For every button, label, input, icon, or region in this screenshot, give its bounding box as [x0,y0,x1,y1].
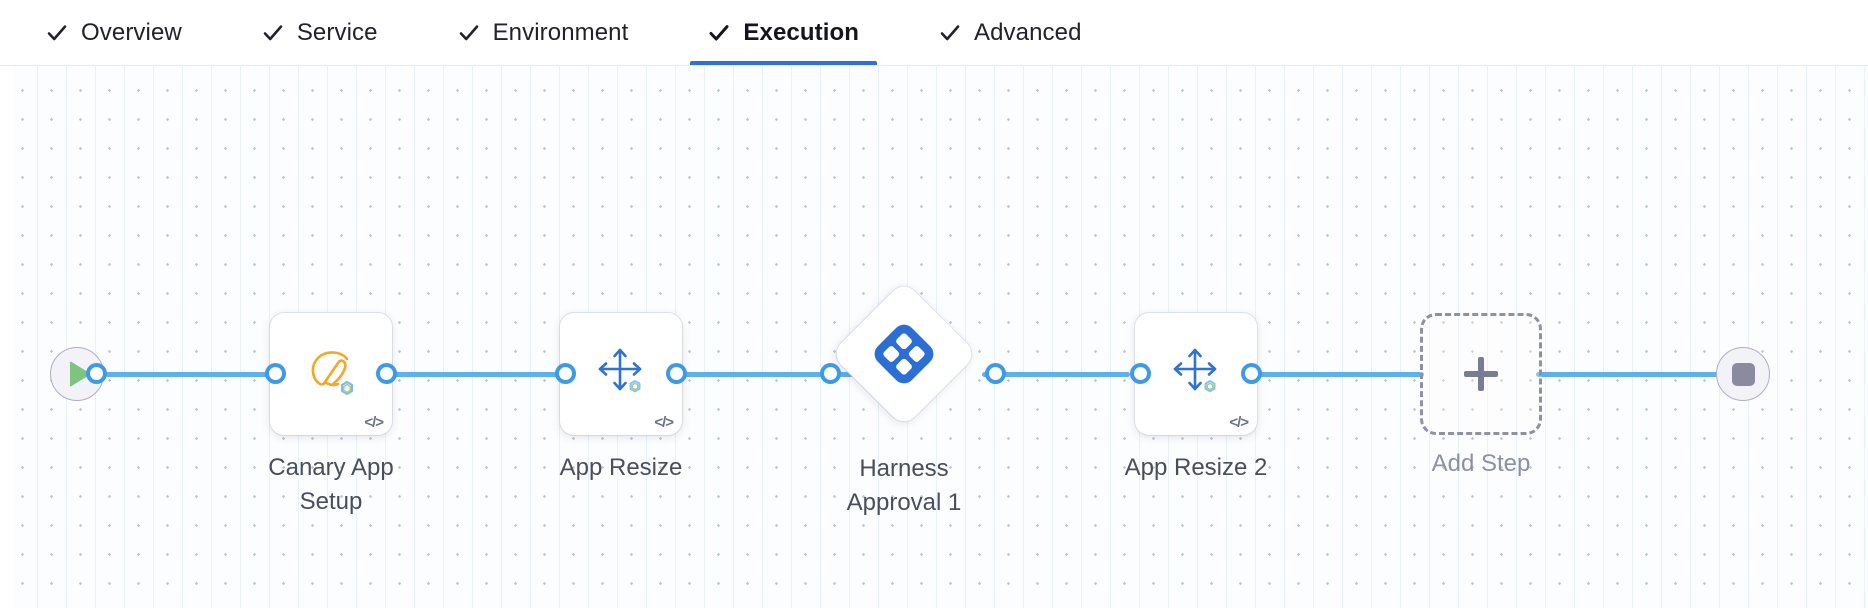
pipeline-tab-bar: Overview Service Environment Execution A… [0,0,1868,66]
connector-line-2 [676,372,862,377]
resize-arrows-icon [590,341,652,408]
step-card[interactable]: </> [560,313,682,435]
add-step-label: Add Step [1431,450,1531,477]
connector-line-start [96,372,280,377]
check-icon [46,22,68,44]
check-icon [262,22,284,44]
code-badge-icon: </> [364,414,384,431]
step-card[interactable]: </> [1135,313,1257,435]
tab-label: Environment [492,19,629,46]
pipeline-canvas[interactable]: </> Canary App Setup [0,66,1868,608]
connector-dot-start-out[interactable] [86,363,107,384]
connector-line-3 [982,372,1130,377]
tab-execution[interactable]: Execution [690,0,877,66]
step-card[interactable]: </> [270,313,392,435]
connector-line-1 [386,372,571,377]
play-icon [69,361,91,387]
tab-label: Service [296,19,378,46]
execution-flow-graph: </> Canary App Setup [0,66,1868,608]
connector-line-end [1536,372,1732,377]
plus-icon [1462,355,1500,393]
tab-label: Execution [743,19,859,46]
connector-dot-appresize2-in[interactable] [1130,363,1151,384]
check-icon [939,22,961,44]
code-badge-icon: </> [654,414,674,431]
connector-line-4 [1246,372,1424,377]
step-node-app-resize-2[interactable]: </> App Resize 2 [1125,313,1267,481]
approval-diamond[interactable] [830,280,978,428]
step-node-canary-app-setup[interactable]: </> Canary App Setup [268,313,394,515]
step-node-app-resize[interactable]: </> App Resize [560,313,682,481]
check-icon [708,22,730,44]
tab-label: Advanced [974,19,1082,46]
stop-icon [1731,362,1755,386]
tab-environment[interactable]: Environment [440,0,647,66]
connector-dot-appresize2-out[interactable] [1241,363,1262,384]
connector-dot-appresize-in[interactable] [555,363,576,384]
connector-dot-canary-out[interactable] [376,363,397,384]
step-node-harness-approval-1[interactable]: Harness Approval 1 [830,280,978,516]
tab-overview[interactable]: Overview [28,0,200,66]
connector-dot-approval-in[interactable] [820,363,841,384]
resize-arrows-icon [1165,341,1227,408]
connector-dot-approval-out[interactable] [985,363,1006,384]
check-icon [458,22,480,44]
tab-advanced[interactable]: Advanced [921,0,1100,66]
step-label: App Resize 2 [1124,454,1268,481]
end-node[interactable] [1716,347,1770,401]
step-label: App Resize [559,454,683,481]
tanzu-bird-icon [300,341,362,408]
step-label: Harness Approval 1 [846,455,962,517]
code-badge-icon: </> [1229,414,1249,431]
add-step-node[interactable]: Add Step [1420,313,1542,477]
canvas-left-edge [0,66,14,608]
connector-dot-appresize-out[interactable] [666,363,687,384]
step-label: Canary App Setup [268,454,394,516]
connector-dot-canary-in[interactable] [265,363,286,384]
tab-label: Overview [81,19,182,46]
add-step-button[interactable] [1420,313,1542,435]
tab-service[interactable]: Service [244,0,396,66]
